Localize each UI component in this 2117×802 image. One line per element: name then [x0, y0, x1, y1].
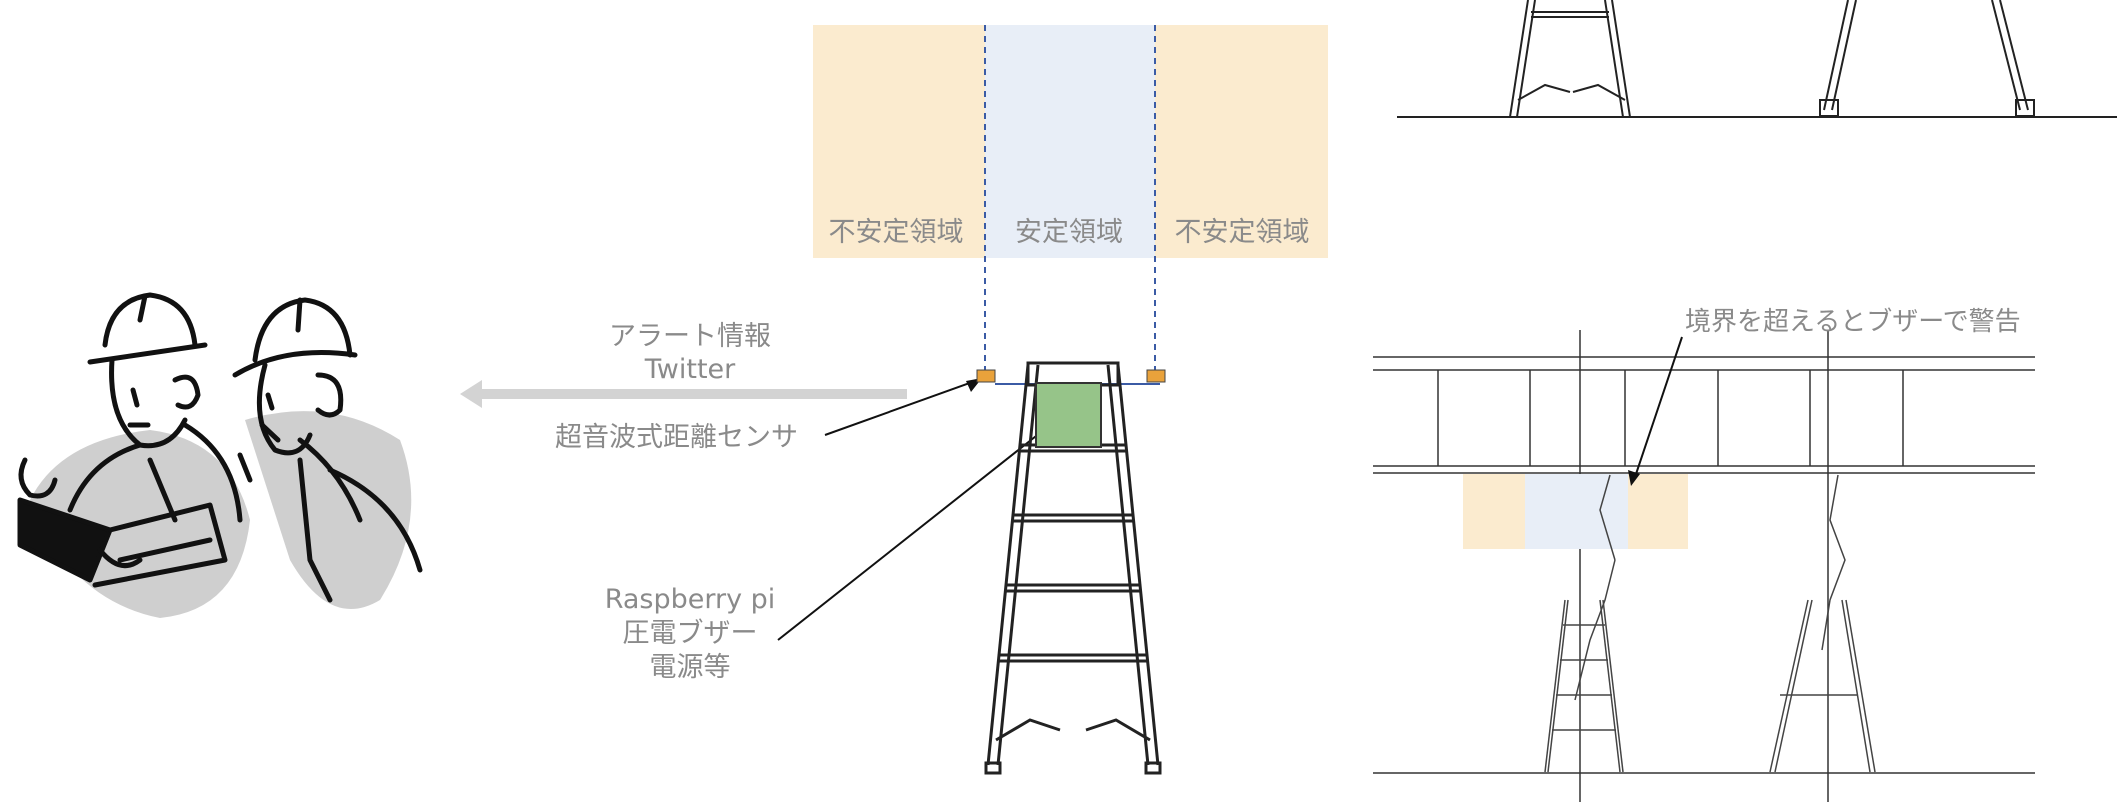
ladder-front [984, 361, 1162, 775]
device-label-line2: 圧電ブザー [623, 618, 758, 649]
ladders-bottom-right [1544, 474, 1876, 773]
structure-elevation [1373, 330, 2035, 802]
unstable-zone-small-right [1628, 474, 1688, 549]
warning-leader-line [1633, 336, 1683, 481]
unstable-zone-small-left [1463, 474, 1525, 549]
alert-arrow [460, 380, 907, 408]
unstable-zone-right-label: 不安定領域 [1175, 217, 1310, 248]
ladders-top-right [1397, 0, 2117, 118]
unstable-zone-left [813, 25, 985, 258]
alert-label-line1: アラート情報 [609, 321, 771, 352]
sensor-left [976, 369, 996, 383]
device-box [1035, 382, 1102, 448]
sensor-right [1146, 369, 1166, 383]
sensor-label: 超音波式距離センサ [555, 422, 798, 453]
stable-zone-label: 安定領域 [1015, 217, 1123, 248]
unstable-zone-right [1155, 25, 1328, 258]
workers-illustration [17, 292, 423, 618]
device-label-line1: Raspberry pi [605, 584, 776, 615]
unstable-zone-left-label: 不安定領域 [829, 217, 964, 248]
warning-leader-arrowhead [1628, 470, 1640, 486]
warning-label: 境界を超えるとブザーで警告 [1685, 307, 2021, 337]
alert-label-line2: Twitter [644, 354, 736, 385]
device-label-line3: 電源等 [650, 652, 731, 683]
sensor-leader-line [824, 379, 979, 436]
stable-zone-small [1525, 474, 1628, 549]
device-leader-line [777, 424, 1051, 641]
stable-zone [985, 25, 1155, 258]
